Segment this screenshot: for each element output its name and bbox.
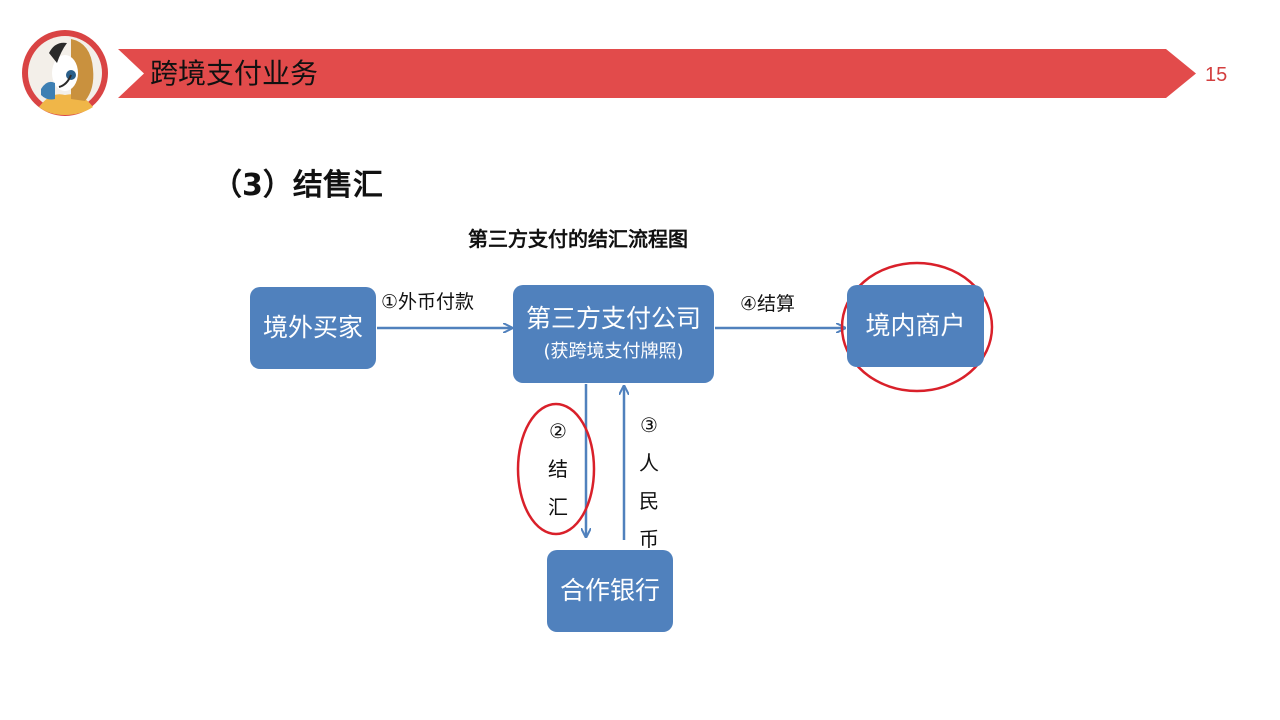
node-domestic-merchant: 境内商户 [847,285,984,367]
headset-avatar-logo [22,30,108,116]
edge-label-exchange-char: 结 [548,457,568,481]
node-third-party-payment-sublabel: (获跨境支付牌照) [543,341,684,362]
node-overseas-buyer-label: 境外买家 [262,313,363,342]
header-title: 跨境支付业务 [150,57,319,90]
node-domestic-merchant-label: 境内商户 [865,311,966,340]
edge-label-rmb: ③ 人 民 币 [637,406,661,558]
diagram-title: 第三方支付的结汇流程图 [468,227,688,251]
node-partner-bank-label: 合作银行 [559,576,660,605]
edge-label-exchange-char: ② [549,419,567,443]
node-overseas-buyer: 境外买家 [250,287,376,369]
header-banner [118,49,1196,98]
edge-label-rmb-char: 币 [639,527,659,551]
node-third-party-payment: 第三方支付公司 (获跨境支付牌照) [513,285,714,383]
edge-label-foreign-payment: ①外币付款 [381,291,475,313]
highlight-circle-settlement [516,402,596,536]
edge-label-rmb-char: ③ [640,413,658,437]
section-title: （3）结售汇 [212,168,383,203]
highlight-circle-merchant [840,261,994,393]
edge-label-settlement: ④结算 [740,293,796,315]
edge-label-rmb-char: 民 [639,489,659,513]
node-partner-bank: 合作银行 [547,550,673,632]
page-number: 15 [1205,64,1228,86]
edge-label-exchange-settlement: ② 结 汇 [546,412,570,526]
node-third-party-payment-label: 第三方支付公司 [525,304,701,333]
edge-label-exchange-char: 汇 [548,495,568,519]
edge-label-rmb-char: 人 [639,451,659,475]
